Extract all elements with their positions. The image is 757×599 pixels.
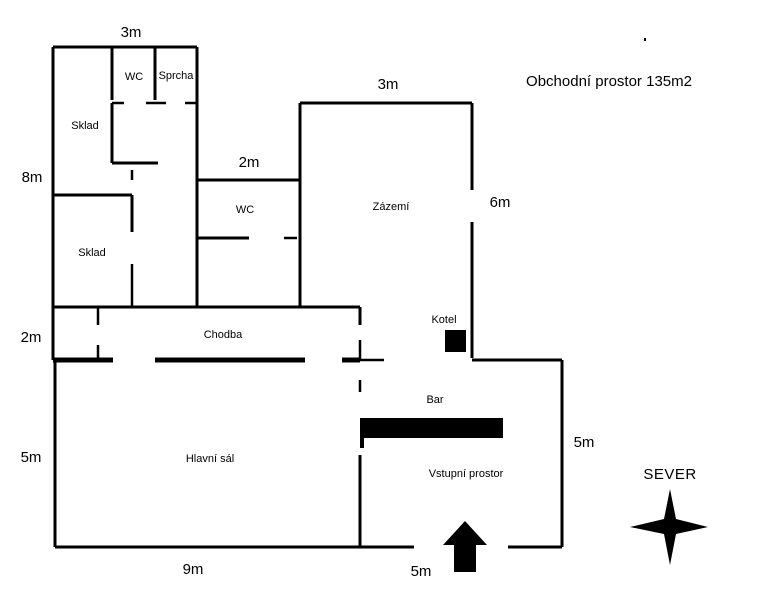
- plan-title: Obchodní prostor 135m2: [526, 73, 692, 90]
- dim-hall-width: 9m: [183, 561, 204, 578]
- middle-wc-walls: [197, 178, 302, 307]
- room-label-hlavni-sal: Hlavní sál: [186, 453, 234, 465]
- room-label-kotel: Kotel: [431, 314, 456, 326]
- room-label-zazemi: Zázemí: [373, 201, 410, 213]
- room-label-sprcha: Sprcha: [159, 70, 195, 82]
- dim-left-block-width: 3m: [121, 24, 142, 41]
- dim-entrance-width: 5m: [411, 563, 432, 580]
- dim-chodba-height: 2m: [21, 329, 42, 346]
- dim-wc-width: 2m: [239, 154, 260, 171]
- stray-dot: [644, 38, 646, 41]
- zazemi-walls: [298, 101, 474, 358]
- chodba-walls: [51, 305, 362, 392]
- dim-hall-height: 5m: [21, 449, 42, 466]
- room-label-sklad-bottom: Sklad: [78, 247, 106, 259]
- bar-counter-end: [360, 418, 364, 448]
- bar-counter: [362, 418, 503, 438]
- hall-walls: [53, 357, 414, 549]
- kotel-box: [445, 330, 466, 352]
- room-label-sklad-top: Sklad: [71, 120, 99, 132]
- compass-star-icon: [630, 489, 708, 565]
- dim-zazemi-width: 3m: [378, 76, 399, 93]
- dim-left-block-height: 8m: [22, 169, 43, 186]
- compass-label: SEVER: [643, 466, 696, 483]
- room-label-bar: Bar: [426, 394, 443, 406]
- dim-zazemi-height: 6m: [490, 194, 511, 211]
- left-block-walls: [51, 45, 199, 307]
- entrance-arrow-icon: [443, 521, 487, 572]
- entrance-walls: [360, 358, 564, 549]
- room-label-vstupni-prostor: Vstupní prostor: [429, 468, 504, 480]
- room-label-wc-middle: WC: [236, 204, 254, 216]
- dim-entrance-height: 5m: [574, 434, 595, 451]
- room-label-wc-top: WC: [125, 71, 143, 83]
- room-label-chodba: Chodba: [204, 329, 243, 341]
